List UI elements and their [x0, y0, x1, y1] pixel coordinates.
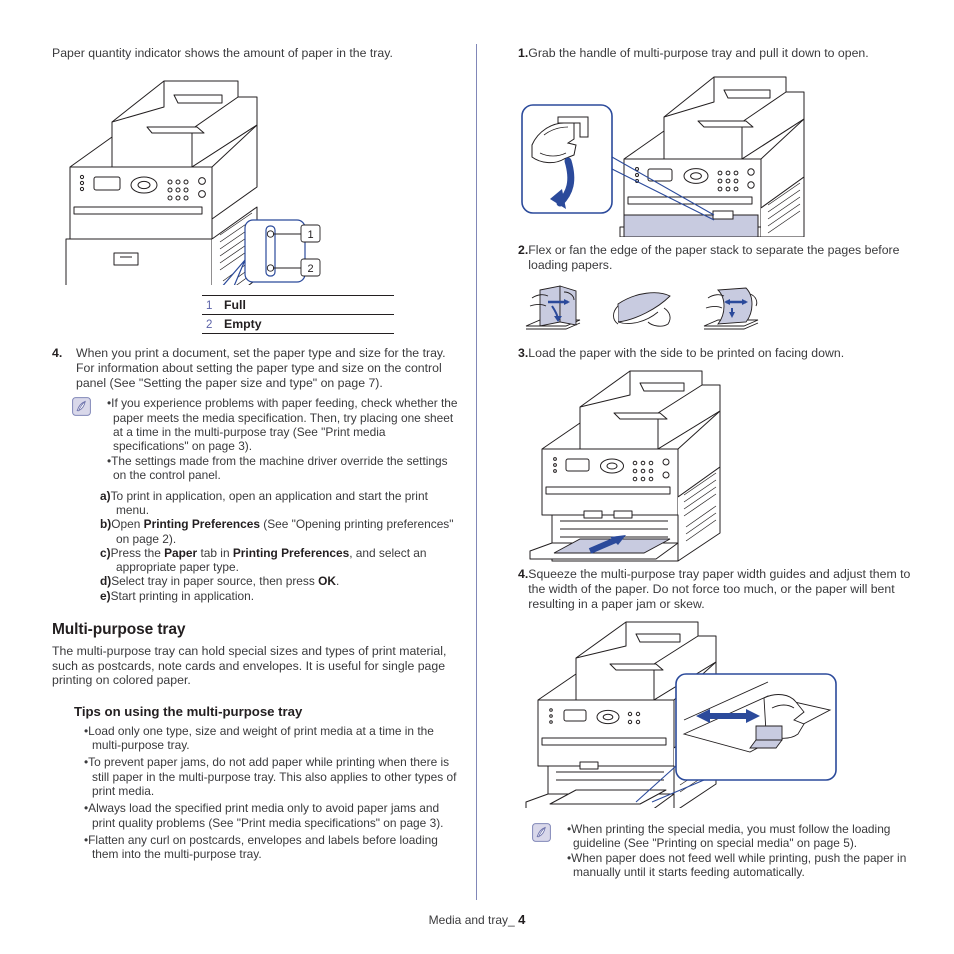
- legend-label: Full: [224, 298, 246, 312]
- note-body: •If you experience problems with paper f…: [100, 396, 462, 483]
- step-text: Load the paper with the side to be print…: [528, 346, 845, 361]
- tip-text: To prevent paper jams, do not add paper …: [88, 755, 457, 798]
- step-text: To print in application, open an applica…: [110, 488, 428, 517]
- step-text: Open: [111, 517, 144, 532]
- lettered-step-d: d)Select tray in paper source, then pres…: [100, 574, 462, 588]
- note-item: •When paper does not feed well while pri…: [560, 851, 922, 879]
- step-letter: b): [100, 517, 112, 532]
- step-2: 2. Flex or fan the edge of the paper sta…: [518, 243, 922, 273]
- note-item: •When printing the special media, you mu…: [560, 822, 922, 850]
- note-item-text: When printing the special media, you mus…: [571, 821, 891, 850]
- tip-item: •Flatten any curl on postcards, envelope…: [78, 833, 462, 862]
- step-3: 3. Load the paper with the side to be pr…: [518, 346, 922, 361]
- step-number: 4.: [52, 346, 63, 360]
- step-text: Start printing in application.: [110, 588, 255, 603]
- tip-text: Load only one type, size and weight of p…: [88, 723, 434, 753]
- step-number: 1.: [518, 46, 529, 60]
- bullet-glyph: •: [567, 821, 572, 836]
- step-text-after: .: [335, 574, 340, 589]
- bullet-glyph: •: [107, 396, 112, 411]
- note-item-text: If you experience problems with paper fe…: [111, 396, 458, 453]
- step-text-mid: tab in: [197, 545, 233, 560]
- right-column: 1. Grab the handle of multi-purpose tray…: [518, 46, 922, 880]
- callout-label-1: 1: [307, 229, 313, 241]
- step-text-after: , and select an appropriate paper type.: [116, 545, 427, 575]
- step-text-bold: OK: [318, 574, 336, 589]
- tips-list: •Load only one type, size and weight of …: [78, 724, 462, 862]
- bullet-glyph: •: [84, 755, 89, 770]
- bullet-glyph: •: [84, 801, 89, 816]
- bullet-glyph: •: [84, 723, 89, 738]
- step-letter: a): [100, 488, 111, 503]
- step-4: 4. When you print a document, set the pa…: [52, 346, 462, 390]
- step-text: When you print a document, set the paper…: [76, 346, 446, 390]
- note-item: •If you experience problems with paper f…: [100, 396, 462, 453]
- fan-paper-stack-illustration: [518, 278, 922, 340]
- load-paper-mp-tray-illustration: [518, 365, 922, 563]
- step-text-bold2: Printing Preferences: [232, 545, 350, 560]
- step-text-bold: Printing Preferences: [143, 517, 260, 532]
- step-letter: c): [100, 545, 111, 560]
- lettered-steps: a)To print in application, open an appli…: [100, 489, 462, 603]
- step-number: 2.: [518, 242, 529, 257]
- step-letter: d): [100, 574, 112, 589]
- step-text: Select tray in paper source, then press: [111, 574, 319, 589]
- section-heading-multi-purpose-tray: Multi-purpose tray: [52, 620, 186, 638]
- squeeze-width-guides-illustration: [518, 616, 922, 813]
- fan-paper-svg: [525, 285, 759, 330]
- legend-row: 2 Empty: [202, 314, 394, 334]
- left-column: Paper quantity indicator shows the amoun…: [52, 46, 462, 864]
- open-tray-svg: [521, 76, 805, 238]
- note-item: •The settings made from the machine driv…: [100, 454, 462, 482]
- width-guides-svg: [525, 621, 837, 813]
- tip-item: •To prevent paper jams, do not add paper…: [78, 755, 462, 798]
- tip-text: Always load the specified print media on…: [88, 801, 444, 830]
- step-text-bold: Paper: [164, 545, 198, 560]
- legend-row: 1 Full: [202, 295, 394, 314]
- step-4-right: 4. Squeeze the multi-purpose tray paper …: [518, 567, 922, 611]
- tip-text: Flatten any curl on postcards, envelopes…: [88, 832, 438, 862]
- step-text: Grab the handle of multi-purpose tray an…: [528, 46, 869, 60]
- lettered-step-b: b)Open Printing Preferences (See "Openin…: [100, 517, 462, 546]
- bullet-glyph: •: [107, 454, 112, 469]
- tip-item: •Always load the specified print media o…: [78, 801, 462, 830]
- bullet-glyph: •: [84, 832, 89, 847]
- note-item-text: The settings made from the machine drive…: [111, 454, 448, 483]
- callout-label-2: 2: [307, 263, 313, 275]
- load-paper-svg: [529, 370, 721, 562]
- step-letter: e): [100, 588, 111, 603]
- step-number: 4.: [518, 567, 529, 582]
- subheading-tips: Tips on using the multi-purpose tray: [74, 703, 303, 719]
- step-text: Flex or fan the edge of the paper stack …: [528, 242, 900, 272]
- legend-number: 1: [206, 300, 213, 312]
- printer-line-drawing-svg: 1 2: [65, 80, 321, 314]
- note-item-text: When paper does not feed well while prin…: [571, 850, 907, 880]
- page-footer: Media and tray_ 4: [0, 912, 954, 927]
- step-number: 3.: [518, 346, 529, 361]
- paper-indicator-legend: 1 Full 2 Empty: [202, 295, 394, 334]
- note-pencil-icon: [72, 397, 91, 417]
- step-text: Squeeze the multi-purpose tray paper wid…: [528, 567, 911, 611]
- note-body: •When printing the special media, you mu…: [560, 822, 922, 881]
- paper-indicator-caption: Paper quantity indicator shows the amoun…: [52, 46, 393, 60]
- note-block-right: •When printing the special media, you mu…: [532, 822, 922, 881]
- printer-open-mp-tray-hand-illustration: [518, 65, 922, 238]
- tip-item: •Load only one type, size and weight of …: [78, 724, 462, 753]
- lettered-step-c: c)Press the Paper tab in Printing Prefer…: [100, 546, 462, 575]
- note-pencil-icon: [532, 822, 551, 842]
- legend-label: Empty: [224, 317, 262, 331]
- bullet-glyph: •: [567, 850, 572, 865]
- note-block-left: •If you experience problems with paper f…: [72, 396, 462, 483]
- step-text-after: (See "Opening printing preferences" on p…: [116, 517, 454, 546]
- column-divider: [476, 44, 477, 900]
- legend-number: 2: [206, 319, 213, 331]
- footer-page-number: 4: [518, 912, 526, 927]
- printer-paper-indicator-illustration: 1 2: [52, 67, 462, 314]
- lettered-step-e: e)Start printing in application.: [100, 589, 462, 603]
- section-paragraph: The multi-purpose tray can hold special …: [52, 643, 447, 688]
- lettered-step-a: a)To print in application, open an appli…: [100, 489, 462, 518]
- step-text: Press the: [110, 545, 165, 560]
- footer-label: Media and tray_: [428, 913, 515, 927]
- step-1: 1. Grab the handle of multi-purpose tray…: [518, 46, 922, 61]
